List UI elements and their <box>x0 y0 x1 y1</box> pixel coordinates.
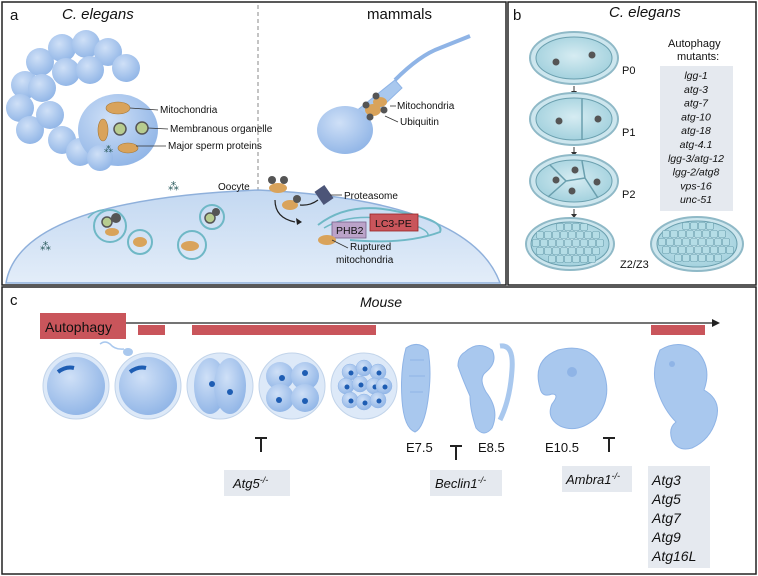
mutants-box <box>660 66 733 211</box>
label-phb2: PHB2 <box>336 225 364 237</box>
neonatal-gene-item: Atg7 <box>651 510 682 526</box>
panel-c: c Mouse Autophagy <box>1 286 757 575</box>
knockout-beclin1: Beclin1-/- <box>435 475 486 491</box>
mutant-item: lgg-2/atg8 <box>673 167 720 179</box>
panel-a: a C. elegans mammals Oocyte <box>1 1 507 286</box>
label-membranous-organelle: Membranous organelle <box>170 124 273 135</box>
stage-fertilization <box>99 341 182 420</box>
stage-four-cell <box>258 352 326 420</box>
panel-a-frame <box>1 1 507 286</box>
mutants-title-2: mutants: <box>677 51 719 63</box>
oocyte-body <box>5 189 502 284</box>
knockout-box-beclin1 <box>430 470 502 496</box>
embryo-e8-5 <box>457 343 515 434</box>
neonatal-gene-item: Atg16L <box>651 548 696 564</box>
lc3pe-tag <box>369 213 419 232</box>
neonatal-mouse <box>654 344 718 450</box>
knockout-box-ambra1 <box>562 466 632 492</box>
autophagy-bar-fertilization <box>138 325 165 335</box>
panel-c-frame <box>1 286 757 575</box>
sperm-cluster: ⁂ <box>6 30 158 171</box>
neonatal-gene-item: Atg5 <box>651 491 681 507</box>
autophagy-bar-preimplantation <box>192 325 376 335</box>
autophagy-label-box <box>40 313 126 339</box>
mutant-item: atg-10 <box>681 111 711 123</box>
label-lc3pe: LC3-PE <box>375 218 412 230</box>
stage-morula <box>330 352 398 420</box>
neonatal-genes-box <box>648 466 710 568</box>
label-mitochondria-left: Mitochondria <box>160 105 218 116</box>
timeline-arrowhead <box>712 319 720 327</box>
mutant-item: lgg-1 <box>684 70 707 82</box>
block-symbol-ambra1 <box>603 437 615 452</box>
block-symbol-atg5 <box>255 437 267 452</box>
mutant-item: atg-3 <box>684 84 708 96</box>
msp-icon: ⁂ <box>168 181 179 193</box>
autophagy-bar-neonatal <box>651 325 705 335</box>
label-proteasome: Proteasome <box>344 191 398 202</box>
embryo-z2z3 <box>525 217 615 271</box>
stage-oocyte <box>42 352 110 420</box>
label-ruptured-2: mitochondria <box>336 255 394 266</box>
mutant-item: atg-7 <box>684 98 709 110</box>
autophagosomes-left <box>87 204 225 260</box>
label-mitochondria-right: Mitochondria <box>397 101 455 112</box>
mutants-title-1: Autophagy <box>668 38 721 50</box>
panel-b-title: C. elegans <box>609 4 681 21</box>
embryo-e10-5 <box>537 347 608 430</box>
panel-c-title: Mouse <box>360 294 402 310</box>
knockout-ambra1: Ambra1-/- <box>565 471 620 487</box>
panel-a-left-title: C. elegans <box>62 6 134 23</box>
panel-b-letter: b <box>513 7 521 24</box>
stage-z2z3: Z2/Z3 <box>620 259 649 271</box>
stage-p0: P0 <box>622 65 635 77</box>
stage-e7-5: E7.5 <box>406 440 433 455</box>
stage-p2: P2 <box>622 189 635 201</box>
label-ruptured-1: Ruptured <box>350 242 391 253</box>
svg-text:⁂: ⁂ <box>104 144 113 154</box>
proteasome-pathway <box>268 176 334 225</box>
neonatal-gene-item: Atg9 <box>651 529 681 545</box>
msp-icon-2: ⁂ <box>40 241 51 253</box>
mutant-item: vps-16 <box>680 180 712 192</box>
mutant-item: atg-18 <box>681 125 711 137</box>
panel-c-letter: c <box>10 292 18 309</box>
autophagy-label: Autophagy <box>45 319 112 335</box>
knockout-atg5: Atg5-/- <box>232 475 268 491</box>
phb2-tag <box>331 221 367 239</box>
mutant-item: unc-51 <box>680 194 712 206</box>
mutant-item: atg-4.1 <box>680 139 713 151</box>
stage-two-cell <box>186 352 254 420</box>
knockout-box-atg5 <box>224 470 290 496</box>
panel-b: b C. elegans P0 P1 P2 Z2/Z3 <box>507 1 757 286</box>
panel-a-right-title: mammals <box>367 6 432 23</box>
label-major-sperm-proteins: Major sperm proteins <box>168 141 262 152</box>
mutant-item: lgg-3/atg-12 <box>668 153 724 165</box>
block-symbol-beclin1 <box>450 445 462 460</box>
stage-p1: P1 <box>622 127 635 139</box>
embryo-mutant <box>650 216 744 272</box>
stage-e10-5: E10.5 <box>545 440 579 455</box>
stage-e8-5: E8.5 <box>478 440 505 455</box>
mammal-sperm <box>317 34 471 154</box>
oocyte-label: Oocyte <box>218 182 250 193</box>
panel-b-frame <box>507 1 757 286</box>
label-ubiquitin: Ubiquitin <box>400 117 439 128</box>
panel-a-letter: a <box>10 7 19 24</box>
neonatal-gene-item: Atg3 <box>651 472 681 488</box>
embryo-e7-5 <box>401 344 431 433</box>
